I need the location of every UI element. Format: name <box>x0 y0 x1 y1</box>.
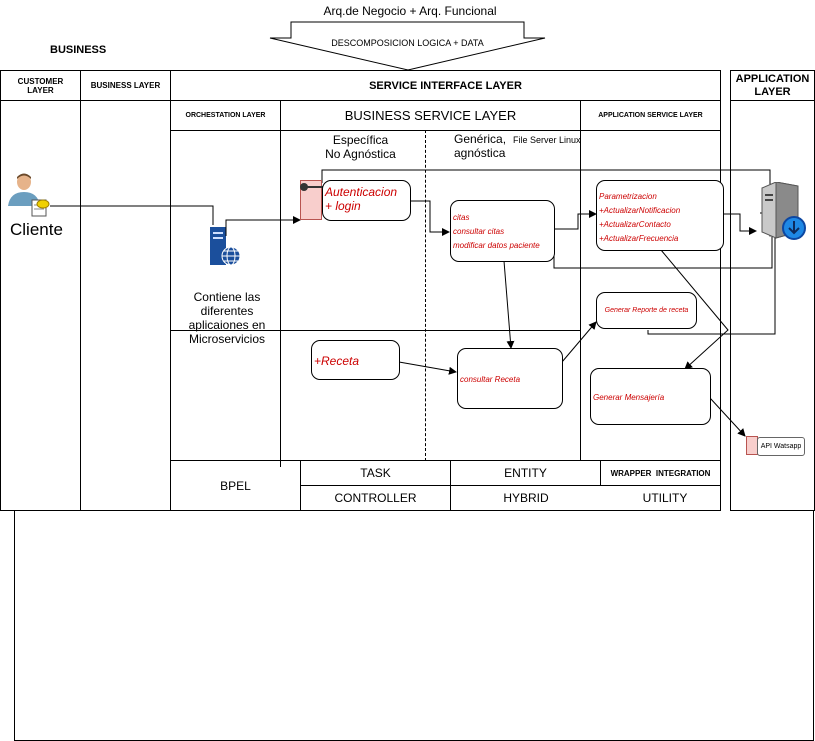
business-divider <box>170 100 171 511</box>
horizontal-divider <box>170 330 580 331</box>
controller-cell: CONTROLLER <box>300 485 451 511</box>
bpel-cell: BPEL <box>170 460 301 511</box>
param-service-box: Parametrizacion +ActualizarNotificacion … <box>596 180 724 251</box>
receta-service-box: +Receta <box>311 340 400 380</box>
application-server-icon <box>754 181 808 242</box>
citas-service-box: citas consultar citas modificar datos pa… <box>450 200 555 262</box>
application-layer-header: APPLICATION LAYER <box>730 70 815 101</box>
bottom-blank-area <box>14 510 814 741</box>
business-title: BUSINESS <box>50 44 107 56</box>
auth-service-box: Autenticacion + login <box>322 180 411 221</box>
consultar-receta-box: consultar Receta <box>457 348 563 409</box>
specific-label: Específica No Agnóstica <box>325 133 396 161</box>
entity-cell: ENTITY <box>450 460 601 486</box>
arrow-label: DESCOMPOSICION LOGICA + DATA <box>331 38 484 48</box>
application-service-layer-header: APPLICATION SERVICE LAYER <box>580 100 721 131</box>
application-service-left-line <box>580 130 581 461</box>
client-label: Cliente <box>10 220 63 239</box>
generic-label: Genérica, agnóstica <box>454 132 507 160</box>
customer-divider <box>80 100 81 511</box>
service-interface-layer-header: SERVICE INTERFACE LAYER <box>170 70 721 101</box>
orchestration-right-line <box>280 130 281 467</box>
api-watsapp-box: API Watsapp <box>757 437 805 456</box>
reporte-service-box: Generar Reporte de receta <box>596 292 697 329</box>
hybrid-cell: HYBRID <box>450 485 601 511</box>
mensajeria-service-box: Generar Mensajería <box>590 368 711 425</box>
customer-layer-header: CUSTOMER LAYER <box>0 70 81 101</box>
task-cell: TASK <box>300 460 451 486</box>
top-label: Arq.de Negocio + Arq. Funcional <box>323 4 497 18</box>
client-person-icon <box>4 172 52 220</box>
orchestration-note: Contiene las diferentes aplicaiones en M… <box>188 290 266 346</box>
business-service-layer-header: BUSINESS SERVICE LAYER <box>280 100 581 131</box>
web-server-icon <box>208 225 244 269</box>
file-server-label: File Server Linux <box>513 135 581 145</box>
wrapper-integration-cell: WRAPPER INTEGRATION <box>600 460 721 486</box>
auth-port-handle <box>300 183 308 191</box>
auth-port-line <box>306 186 324 188</box>
orchestation-layer-header: ORCHESTATION LAYER <box>170 100 281 131</box>
utility-cell: UTILITY <box>600 485 721 511</box>
dashed-divider <box>425 130 426 461</box>
business-layer-header: BUSINESS LAYER <box>80 70 171 101</box>
